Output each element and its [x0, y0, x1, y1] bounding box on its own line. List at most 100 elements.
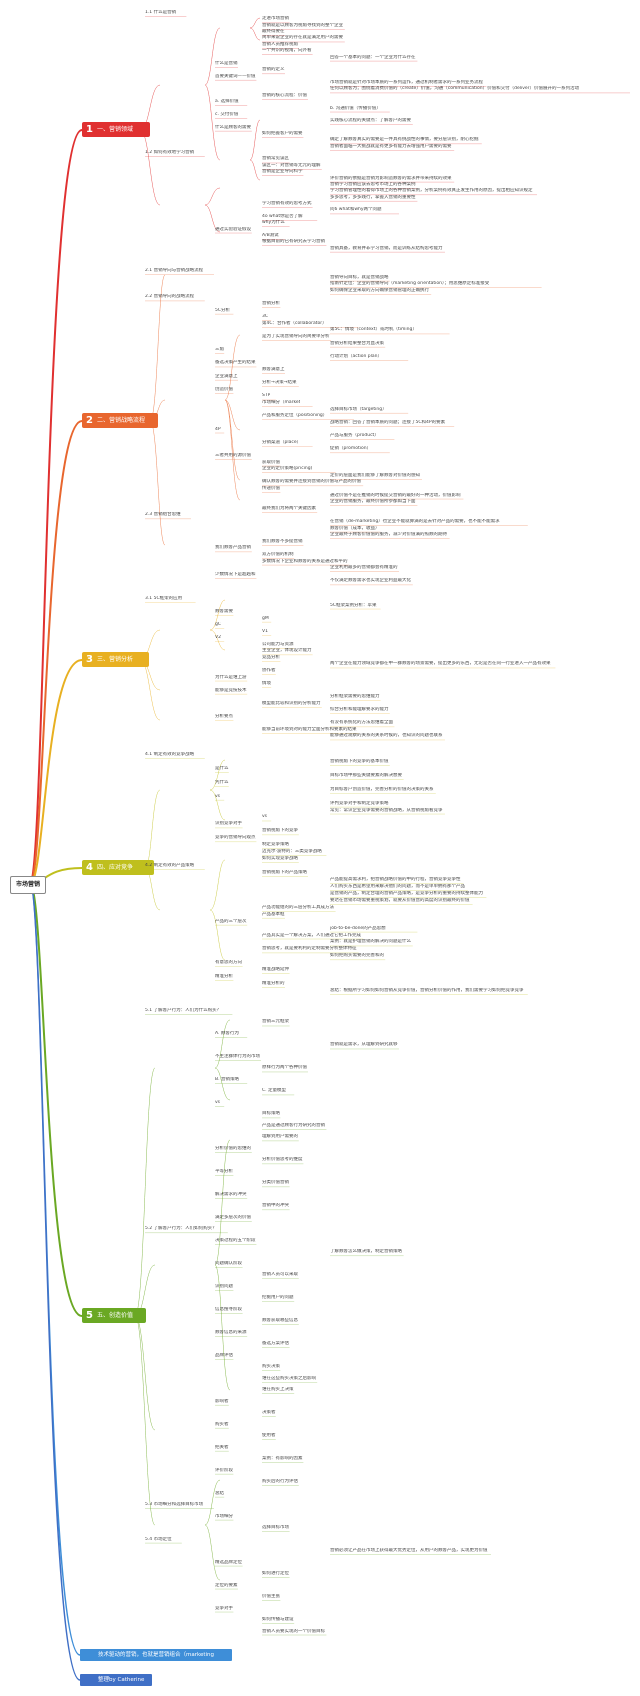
- mindmap-node[interactable]: 企业的定价策略(pricing): [262, 466, 313, 472]
- mindmap-node[interactable]: 分析要点: [215, 713, 233, 719]
- mindmap-node[interactable]: 情境: [262, 681, 271, 687]
- mindmap-node[interactable]: V2: [215, 635, 221, 641]
- mindmap-node[interactable]: 营销学习营销应该去思考市场上的各种案例: [330, 181, 416, 187]
- mindmap-node[interactable]: 产品其实是一个解决方案，人们通过它把工作完成: [262, 932, 361, 938]
- mindmap-node[interactable]: 公司能力与资源: [262, 641, 294, 647]
- mindmap-node[interactable]: 谁在购买上决策: [262, 1387, 294, 1393]
- mindmap-node[interactable]: 竞争对手: [215, 1605, 233, 1611]
- mindmap-node[interactable]: 5C框架案例分析：苹果: [330, 602, 377, 608]
- mindmap-node[interactable]: 市场营销就是针对市场本质的一系列运作，通过机制者需求的一系列业务流程: [330, 80, 483, 86]
- mindmap-node[interactable]: 识别竞争对手: [215, 821, 242, 827]
- mindmap-node[interactable]: 三角: [215, 347, 224, 353]
- mindmap-node[interactable]: 购买者: [215, 1421, 229, 1427]
- mindmap-node[interactable]: 通过价值不是在推销的时候提交营销的最好的一种活动，价值影响: [330, 492, 461, 498]
- mindmap-node[interactable]: 产品基本框: [262, 911, 285, 917]
- mindmap-node[interactable]: 如何把购买需要的完善和的: [330, 953, 384, 959]
- mindmap-node[interactable]: 什么是营销: [215, 60, 238, 66]
- mindmap-node[interactable]: 评价阶段: [215, 1467, 233, 1473]
- mindmap-node[interactable]: 确认顾客的需要并连接到营销的价值与产品的价值: [262, 479, 361, 485]
- mindmap-node[interactable]: A. 顾客行为: [215, 1030, 239, 1036]
- mindmap-node[interactable]: V1: [262, 628, 268, 634]
- mindmap-node[interactable]: 4P: [215, 426, 221, 432]
- mindmap-node[interactable]: 选择目标市场（targeting）: [330, 406, 387, 412]
- mindmap-node[interactable]: 分销渠道（place）: [262, 439, 302, 445]
- mindmap-node[interactable]: 我们顾客产品营销: [215, 545, 251, 551]
- mindmap-node[interactable]: 通过实验验证假设: [215, 226, 251, 232]
- mindmap-node[interactable]: vs: [215, 793, 221, 799]
- mindmap-node[interactable]: 是营销的产品，制定合理的营销产品策略，是竞争分析的重要的持续整体能力: [330, 890, 483, 896]
- mindmap-node[interactable]: 确定了解顾客真实的需要是一件具有挑战性的事情，要分层识别，耐心挖掘: [330, 137, 479, 143]
- mindmap-node[interactable]: 营销视角下的产品策略: [262, 870, 307, 876]
- mindmap-node[interactable]: 3C: [262, 314, 269, 320]
- mindmap-node[interactable]: 协作者: [262, 668, 276, 673]
- mindmap-node[interactable]: A/B测试: [262, 232, 279, 238]
- footer-marketing-mix[interactable]: 技术驱动的营销，也就是营销组合（marketing mix）: [80, 1649, 232, 1670]
- mindmap-node[interactable]: 营销常见误区: [262, 156, 289, 162]
- mindmap-node[interactable]: 如何实现竞争战略: [262, 856, 298, 862]
- mindmap-node[interactable]: 营销的定义: [262, 67, 285, 73]
- mindmap-node[interactable]: 是什么: [215, 765, 229, 771]
- mindmap-node[interactable]: 营销者面临一大挑战就是有更多有能力去增强用户需要的需要: [330, 143, 452, 149]
- mindmap-node[interactable]: 2.1 营销导向与营销战略流程: [145, 268, 204, 273]
- mindmap-node[interactable]: 竞品分析: [262, 654, 280, 660]
- mindmap-node[interactable]: 精准战略延伸: [262, 967, 289, 973]
- mindmap-node[interactable]: 产品的三个层次: [215, 918, 247, 924]
- mindmap-node[interactable]: 备选方案评估: [262, 1341, 289, 1347]
- mindmap-node[interactable]: 总结: [215, 1490, 224, 1496]
- mindmap-node[interactable]: 获取价值: [262, 459, 280, 465]
- mindmap-node[interactable]: 营销人员要实现的一个价值目标: [262, 1628, 325, 1634]
- mindmap-node[interactable]: 解决需求的冲突: [215, 1191, 247, 1197]
- mindmap-node[interactable]: 多多思考，多多践行，掌握入营销的重要性: [330, 194, 416, 200]
- mindmap-node[interactable]: 营销导向目标，就是营销战略: [330, 274, 389, 280]
- mindmap-node[interactable]: 5.2 了解客户行为：人们如何购买？: [145, 1226, 217, 1232]
- mindmap-node[interactable]: 企业利用最多的营销都会有精准的: [330, 565, 398, 571]
- mindmap-node[interactable]: 平等分析: [215, 1168, 233, 1174]
- mindmap-node[interactable]: a. 选择价值: [215, 99, 239, 105]
- mindmap-node[interactable]: 决策者: [262, 1410, 276, 1416]
- mindmap-node[interactable]: 顾客获取哪些信息: [262, 1318, 298, 1324]
- mindmap-node[interactable]: 指南针定位：企业的营销导向（marketing orientation）；用思维…: [330, 281, 490, 287]
- mindmap-node[interactable]: 产品是通过顾客行为研究的营销: [262, 1122, 325, 1128]
- mindmap-node[interactable]: 一个共识的视角，向外看: [262, 48, 312, 54]
- mindmap-node[interactable]: 顾客需要: [215, 609, 233, 615]
- mindmap-node[interactable]: 分析框架需要的思维能力: [330, 694, 380, 700]
- mindmap-node[interactable]: 首要关键词——价值: [215, 73, 256, 79]
- mindmap-node[interactable]: 三者共用的源价值: [215, 452, 251, 458]
- mindmap-node[interactable]: 是为了实现营销导向的简要单分析: [262, 334, 330, 340]
- mindmap-node[interactable]: 影响者: [215, 1398, 229, 1404]
- mindmap-node[interactable]: 案例：就是护理营销的解决的问题是什么: [330, 939, 411, 945]
- mindmap-node[interactable]: B. 营销策略: [215, 1076, 239, 1082]
- mindmap-node[interactable]: job-to-be-done的产品思想: [330, 925, 386, 931]
- mindmap-node[interactable]: 常见：常识企业竞争需要的营销战略，从营销视角看竞争: [330, 807, 443, 813]
- mindmap-node[interactable]: 创造价值: [215, 386, 233, 392]
- mindmap-node[interactable]: c. 交付价值: [215, 111, 239, 117]
- mindmap-node[interactable]: 了解顾客怎么做决策，制定营销策略: [330, 1249, 402, 1255]
- mindmap-node[interactable]: 营销视角下的竞争的基本价值: [330, 758, 389, 764]
- mindmap-node[interactable]: 产品与服务（product）: [330, 433, 379, 439]
- mindmap-node[interactable]: 5.4 市场定位: [145, 1536, 172, 1542]
- mindmap-node[interactable]: 任何以顾客为；围绕着消费价值的（create）价值，沟通（communicati…: [330, 86, 579, 92]
- mindmap-node[interactable]: 走进市场营销: [262, 16, 289, 22]
- mindmap-node[interactable]: 营销分析: [262, 301, 280, 307]
- mindmap-node[interactable]: 简单来说企业的存在就是满足用户的需要: [262, 35, 343, 41]
- mindmap-node[interactable]: 案例：有影响的因素: [262, 1456, 303, 1462]
- mindmap-node[interactable]: vs: [262, 814, 268, 820]
- mindmap-node[interactable]: 传递价值: [262, 485, 280, 491]
- footer-author[interactable]: 整理by Catherine: [80, 1674, 152, 1686]
- mindmap-node[interactable]: 什么是顾客的需要: [215, 124, 251, 130]
- mindmap-node[interactable]: 目标策略: [262, 1111, 280, 1117]
- mindmap-node[interactable]: 购买决策: [262, 1364, 280, 1370]
- mindmap-node[interactable]: 市场细分: [215, 1513, 233, 1519]
- mindmap-node[interactable]: 识别问题: [215, 1283, 233, 1289]
- mindmap-node[interactable]: 凭什么: [215, 779, 229, 785]
- mindmap-node[interactable]: 不仅满足顾客需求也实现企业利益最大化: [330, 578, 411, 584]
- mindmap-node[interactable]: 决策过程的五个阶段: [215, 1237, 256, 1243]
- mindmap-node[interactable]: 顾客价值（成本，收益）: [330, 525, 380, 531]
- mindmap-node[interactable]: 制定竞争策略: [262, 842, 289, 848]
- mindmap-node[interactable]: 分析价值思考的维度: [262, 1157, 303, 1163]
- mindmap-node[interactable]: 要达在营销市场需要重视策划，就要从价值营的高度的识别最终的价值: [330, 897, 470, 903]
- mindmap-node[interactable]: vs: [215, 1099, 221, 1105]
